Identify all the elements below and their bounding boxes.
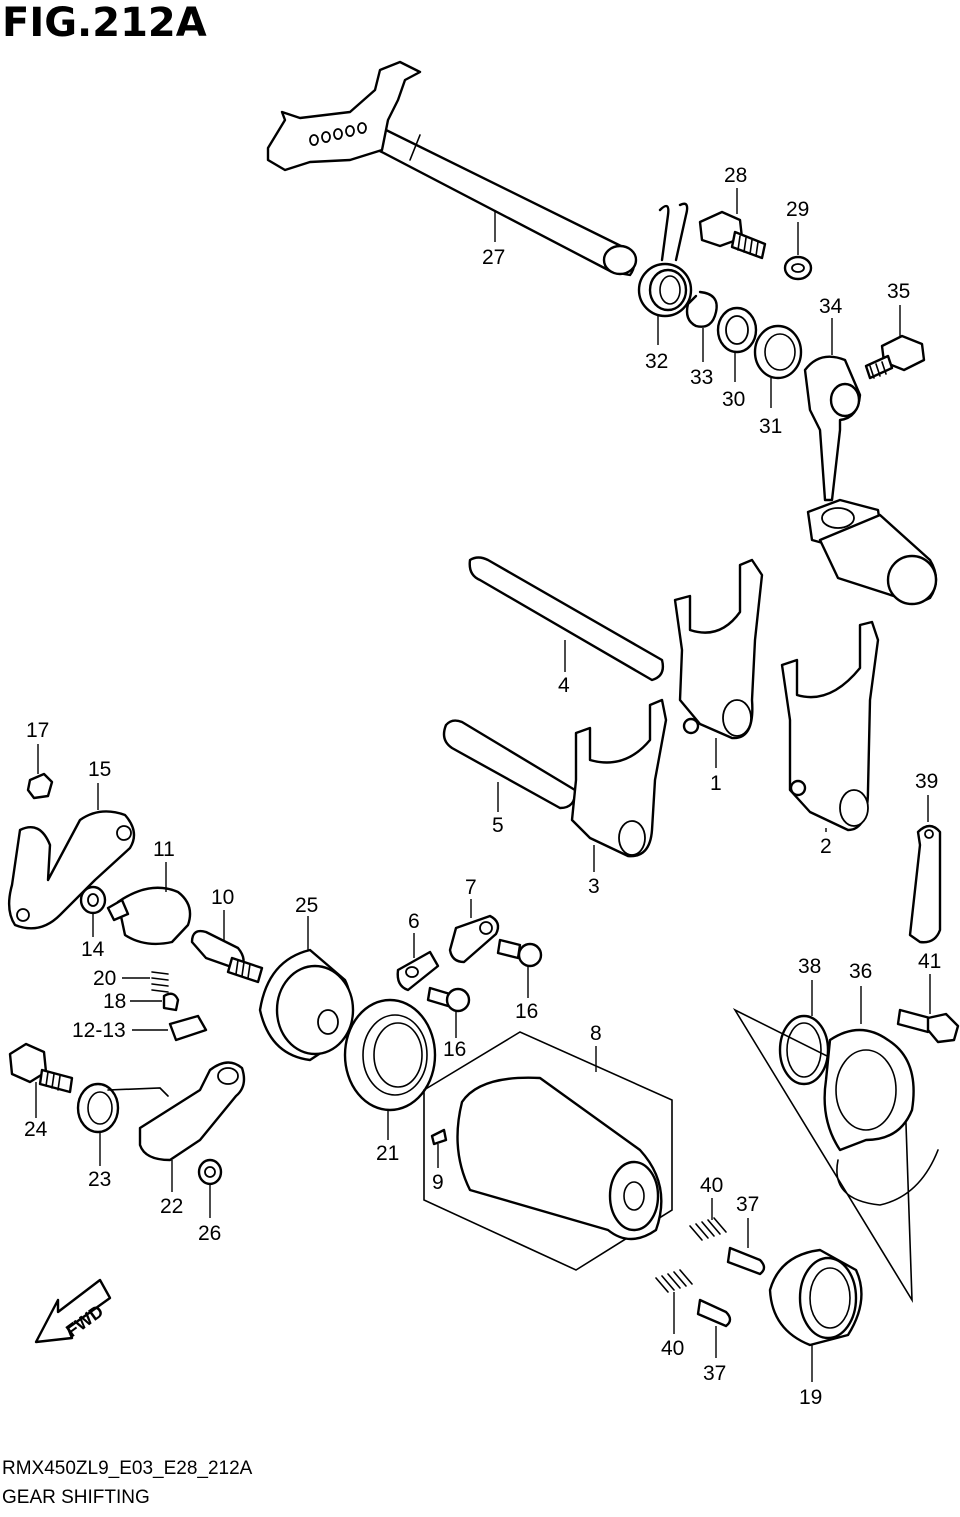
part-34-gearshift-lever [803, 318, 938, 606]
part-17-screw [26, 744, 54, 800]
figure-code: RMX450ZL9_E03_E28_212A [2, 1458, 253, 1479]
callout-14: 14 [81, 938, 105, 961]
part-24-bolt [8, 1042, 74, 1118]
part-37-pin-upper [726, 1218, 766, 1276]
callout-36: 36 [849, 960, 872, 983]
callout-9: 9 [432, 1171, 444, 1194]
callout-31: 31 [759, 415, 782, 438]
callout-16b: 16 [443, 1038, 466, 1061]
callout-25: 25 [295, 894, 318, 917]
part-41-bolt [896, 974, 960, 1044]
callout-33: 33 [690, 366, 713, 389]
callout-7: 7 [465, 876, 477, 899]
part-6-plate [396, 933, 440, 992]
part-27-gearshift-shaft [266, 60, 638, 277]
callout-18: 18 [103, 990, 126, 1013]
part-29-washer [783, 222, 813, 281]
part-14-washer [79, 885, 107, 937]
part-8-gearshift-cam-drum [423, 1031, 673, 1271]
callout-24: 24 [24, 1118, 48, 1141]
callout-40b: 40 [661, 1337, 684, 1360]
part-37-pin-lower [696, 1298, 732, 1358]
callout-8: 8 [590, 1022, 602, 1045]
callout-4: 4 [558, 674, 570, 697]
part-20-spring [122, 971, 169, 993]
part-10-bolt [190, 910, 264, 984]
callout-5: 5 [492, 814, 504, 837]
callout-numbers: 27 28 29 35 34 32 33 30 31 4 1 2 39 5 3 … [24, 164, 941, 1409]
callout-37b: 37 [703, 1362, 726, 1385]
part-3-shift-fork [570, 698, 668, 872]
callout-22: 22 [160, 1195, 183, 1218]
callout-21: 21 [376, 1142, 399, 1165]
part-16-screw-upper [496, 938, 543, 998]
part-22-stopper-arm [138, 1061, 246, 1192]
callout-15: 15 [88, 758, 111, 781]
part-36-gear-position-sensor [732, 986, 939, 1304]
callout-20: 20 [93, 967, 116, 990]
callout-40a: 40 [700, 1174, 723, 1197]
part-40-spring-upper [689, 1198, 727, 1241]
callout-19: 19 [799, 1386, 822, 1409]
part-25-cam [258, 916, 355, 1062]
part-11-shift-cam [106, 862, 192, 946]
callout-37a: 37 [736, 1193, 759, 1216]
callout-6: 6 [408, 910, 420, 933]
forward-arrow-indicator: FWD [34, 1278, 112, 1344]
callout-35: 35 [887, 280, 910, 303]
callout-26: 26 [198, 1222, 221, 1245]
part-32-spring [637, 202, 693, 345]
part-21-bearing [343, 998, 437, 1140]
figure-title: FIG.212A [2, 0, 207, 46]
part-2-shift-fork [780, 620, 880, 832]
callout-41: 41 [918, 950, 941, 973]
callout-23: 23 [88, 1168, 111, 1191]
part-33-circlip [685, 290, 718, 362]
part-35-bolt [864, 305, 926, 380]
part-9-pin [430, 1128, 448, 1168]
callout-10: 10 [211, 886, 234, 909]
part-1-shift-fork [673, 558, 764, 768]
part-23-spring [76, 1082, 169, 1166]
callout-39: 39 [915, 770, 938, 793]
part-19-bearing [768, 1248, 863, 1382]
part-39-clamp [908, 795, 942, 944]
part-30-washer [716, 306, 758, 382]
part-16-screw-lower [426, 986, 471, 1038]
part-12-13-pawl [132, 1014, 208, 1042]
part-31-oil-seal [753, 324, 803, 408]
part-38-o-ring [778, 980, 830, 1086]
callout-11: 11 [153, 838, 175, 861]
callout-2: 2 [820, 835, 832, 858]
callout-29: 29 [786, 198, 809, 221]
part-26-washer [197, 1158, 223, 1218]
callout-28: 28 [724, 164, 747, 187]
callout-34: 34 [819, 295, 843, 318]
part-5-fork-shaft [442, 719, 577, 812]
part-7-plate [448, 899, 500, 964]
callout-38: 38 [798, 955, 821, 978]
part-28-bolt [698, 188, 767, 260]
figure-name: GEAR SHIFTING [2, 1487, 150, 1508]
callout-27: 27 [482, 246, 505, 269]
part-15-plate [7, 783, 136, 930]
part-40-spring-lower [655, 1269, 693, 1334]
callout-1: 1 [710, 772, 722, 795]
callout-16a: 16 [515, 1000, 538, 1023]
part-18-pin [130, 992, 180, 1012]
callout-12-13: 12-13 [72, 1019, 126, 1042]
callout-17: 17 [26, 719, 49, 742]
callout-30: 30 [722, 388, 745, 411]
callout-3: 3 [588, 875, 600, 898]
part-4-fork-shaft [468, 556, 665, 682]
callout-32: 32 [645, 350, 668, 373]
